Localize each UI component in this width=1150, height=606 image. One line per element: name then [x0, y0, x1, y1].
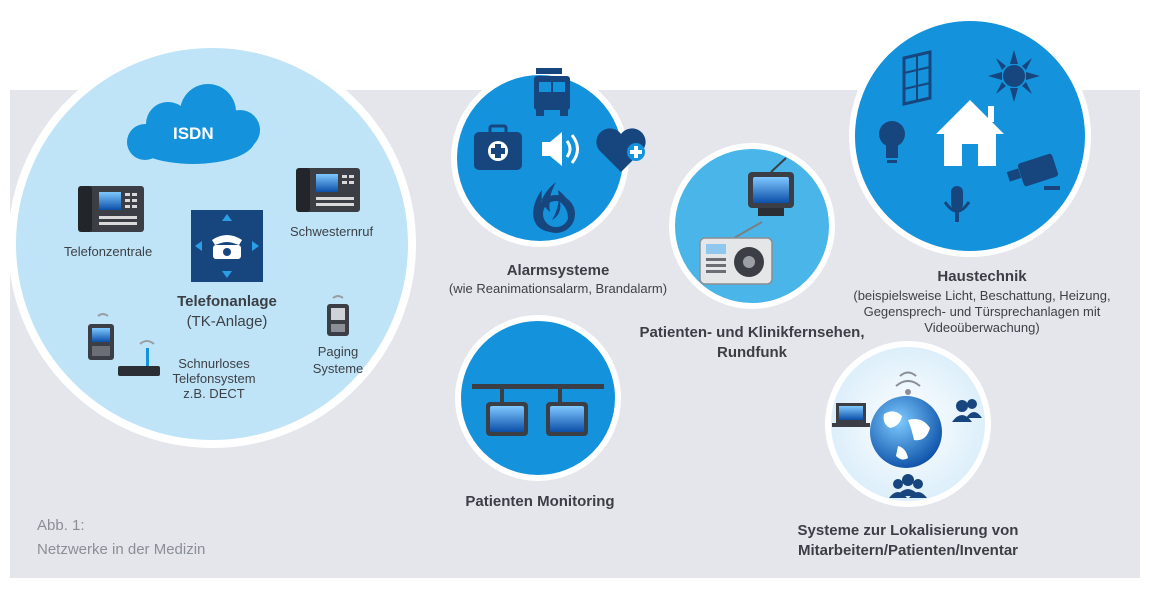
monitoring-title: Patienten Monitoring — [465, 493, 615, 510]
dect-base-icon — [118, 340, 160, 376]
speaker-icon — [542, 132, 579, 166]
window-icon — [902, 50, 932, 106]
house-icon — [936, 100, 1004, 166]
haustechnik-line2: Gegensprech- und Türsprechanlagen mit — [863, 304, 1101, 319]
fernsehen-title-line1: Patienten- und Klinikfernsehen, — [639, 324, 865, 341]
telefonzentrale-label: Telefonzentrale — [64, 244, 153, 259]
paging-label-line1: Paging — [317, 344, 359, 359]
flame-icon — [533, 182, 575, 233]
monitoring-circle — [455, 315, 621, 481]
people-icon — [889, 474, 927, 498]
desk-phone-icon — [78, 186, 144, 232]
cloud-icon — [127, 84, 260, 164]
lokalisierung-title-line1: Systeme zur Lokalisierung von — [797, 522, 1019, 539]
globe-icon — [870, 396, 942, 468]
dect-label-line3: z.B. DECT — [183, 386, 245, 401]
paging-label-line2: Systeme — [312, 361, 364, 376]
alarm-subtitle: (wie Reanimationsalarm, Brandalarm) — [448, 281, 668, 296]
haustechnik-line3: Videoüberwachung) — [924, 320, 1040, 335]
pager-icon — [327, 295, 349, 336]
desk-phone-icon — [296, 168, 360, 212]
tv-icon — [748, 157, 794, 216]
dect-label-line2: Telefonsystem — [172, 371, 256, 386]
wifi-icon — [895, 371, 921, 395]
cordless-phone-icon — [88, 313, 114, 360]
pbx-phone-icon — [191, 210, 263, 282]
schwesternruf-label: Schwesternruf — [290, 224, 374, 239]
haustechnik-line1: (beispielsweise Licht, Beschattung, Heiz… — [853, 288, 1111, 303]
heart-plus-icon — [596, 128, 646, 172]
isdn-label: ISDN — [173, 124, 214, 143]
fire-truck-icon — [534, 68, 570, 116]
radio-icon — [699, 221, 773, 285]
fernsehen-title-line2: Rundfunk — [717, 344, 787, 361]
lightbulb-icon — [879, 121, 905, 163]
lokalisierung-title-line2: Mitarbeitern/Patienten/Inventar — [797, 542, 1019, 559]
telefonanlage-subtitle: (TK-Anlage) — [186, 313, 268, 330]
telefonanlage-title: Telefonanlage — [177, 293, 277, 310]
alarm-title: Alarmsysteme — [506, 262, 610, 279]
people-icon — [952, 399, 982, 422]
microphone-icon — [943, 186, 971, 222]
figure-caption: Abb. 1: Netzwerke in der Medizin — [37, 514, 205, 562]
haustechnik-title: Haustechnik — [937, 268, 1027, 285]
sun-icon — [988, 50, 1040, 102]
caption-line2: Netzwerke in der Medizin — [37, 541, 206, 558]
first-aid-kit-icon — [474, 124, 522, 170]
camera-icon — [1006, 153, 1060, 190]
dect-label-line1: Schnurloses — [178, 356, 250, 371]
monitor-icon — [832, 403, 870, 427]
monitor-icon — [472, 384, 604, 436]
caption-line1: Abb. 1: — [37, 517, 85, 534]
